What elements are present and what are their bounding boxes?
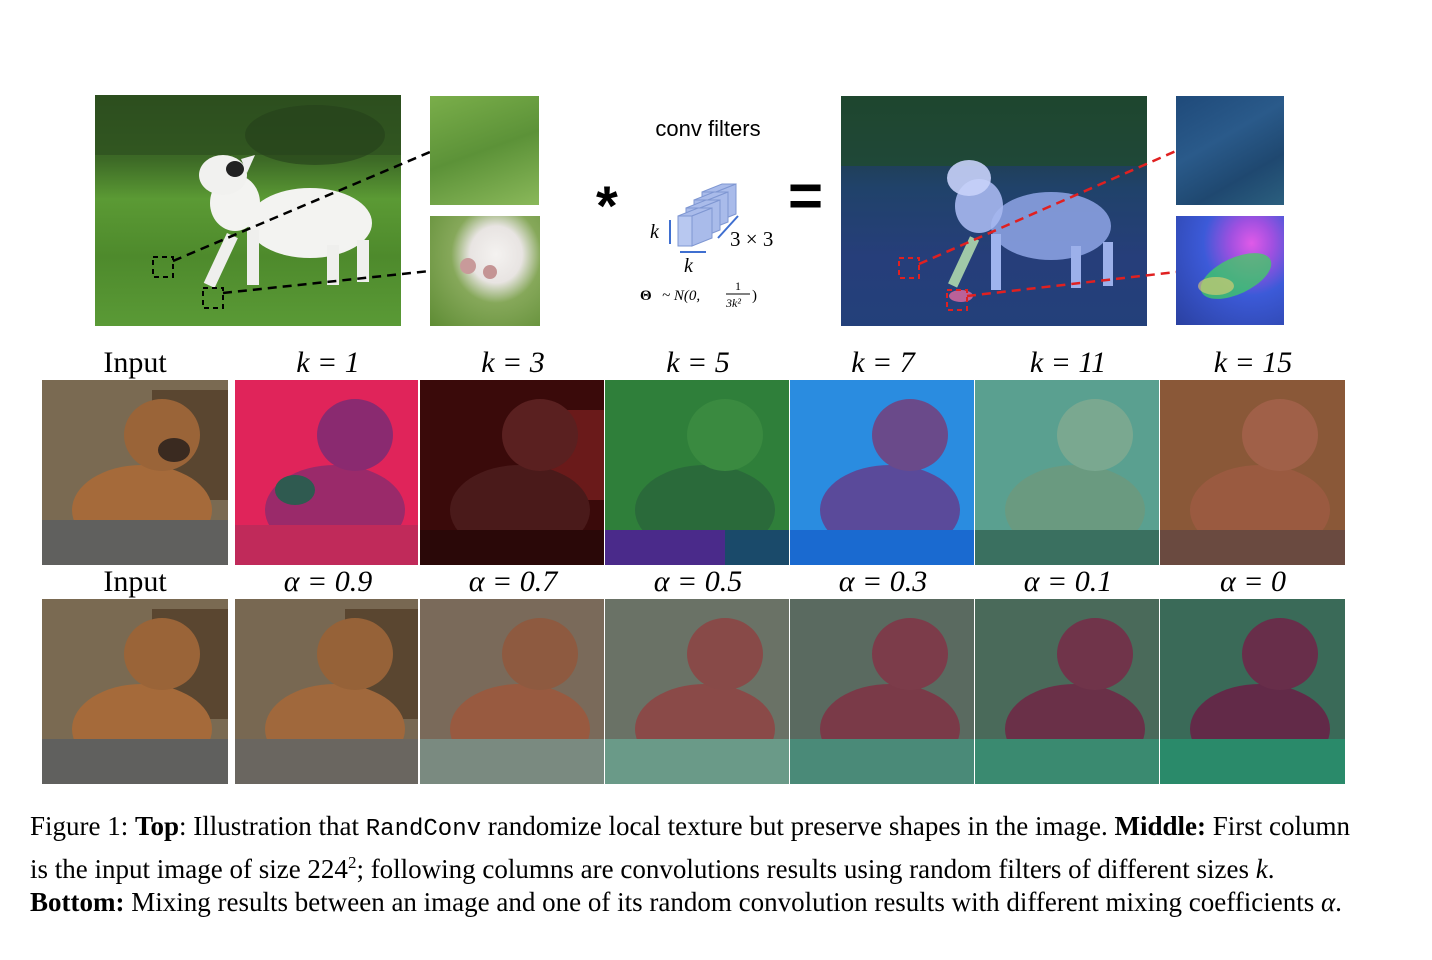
caption-bottom-bold: Bottom: <box>30 887 125 917</box>
zoom-patch-convolved-grass <box>1176 96 1284 205</box>
filter-size-label: 3 × 3 <box>730 227 773 251</box>
caption-text-1: : Illustration that <box>179 811 360 841</box>
white-dog-illustration <box>95 95 401 288</box>
bottom-input-dog <box>42 599 228 784</box>
figure-caption: Figure 1: Top: Illustration that RandCon… <box>30 810 1360 919</box>
bottom-a01-dog <box>975 599 1159 784</box>
bottom-a0-dog <box>1160 599 1345 784</box>
caption-text-5: . <box>1267 854 1275 884</box>
bottom-a03-dog <box>790 599 974 784</box>
conv-filters-title: conv filters <box>655 116 761 141</box>
convolution-star: * <box>596 174 618 237</box>
caption-alpha: α <box>1320 887 1336 917</box>
bottom-label-a01: α = 0.1 <box>1023 565 1113 598</box>
caption-text-3: First column is the input image of size … <box>30 811 1351 884</box>
caption-superscript: 2 <box>347 853 357 872</box>
caption-text-4: ; following columns are convolutions res… <box>356 854 1250 884</box>
theta-denominator: 3k² <box>725 296 741 310</box>
middle-label-k11: k = 11 <box>1029 346 1107 379</box>
caption-middle-bold: Middle: <box>1114 811 1207 841</box>
middle-label-input: Input <box>103 346 167 379</box>
theta-close-paren: ) <box>752 288 757 304</box>
middle-k7-dog <box>790 380 974 565</box>
convolved-dog-illustration <box>841 96 1147 302</box>
middle-label-k5: k = 5 <box>666 346 730 379</box>
middle-k15-dog <box>1160 380 1345 565</box>
zoom-patch-grass <box>430 96 539 205</box>
caption-top-bold: Top <box>135 811 180 841</box>
middle-k5-dog <box>605 380 789 565</box>
filter-k-left: k <box>650 221 660 243</box>
zoom-connectors-left <box>152 150 431 309</box>
top-convolved-photo <box>841 96 1147 326</box>
bottom-label-a03: α = 0.3 <box>838 565 928 598</box>
caption-code: RandConv <box>365 816 481 843</box>
bottom-label-a07: α = 0.7 <box>468 565 558 598</box>
theta-distribution: ~ N(0, <box>662 288 700 304</box>
middle-label-k15: k = 15 <box>1213 346 1293 379</box>
bottom-label-a0: α = 0 <box>1220 565 1286 598</box>
caption-k: k <box>1255 854 1268 884</box>
theta-numerator: 1 <box>735 279 741 293</box>
convolved-paw-shape <box>1198 253 1272 299</box>
middle-label-k3: k = 3 <box>481 346 545 379</box>
caption-text-6: Mixing results between an image and one … <box>131 887 1315 917</box>
caption-text-7: . <box>1335 887 1342 917</box>
bottom-a07-dog <box>420 599 604 784</box>
bottom-a09-dog <box>235 599 418 784</box>
middle-k3-dog <box>420 380 604 565</box>
filter-cube-diagram: k k 3 × 3 Θ ~ N(0, 1 3k² ) <box>640 183 773 310</box>
bottom-label-a09: α = 0.9 <box>283 565 373 598</box>
caption-fig-label: Figure 1: <box>30 811 129 841</box>
bottom-label-input: Input <box>103 565 167 598</box>
middle-input-dog <box>42 380 228 565</box>
middle-label-k1: k = 1 <box>296 346 360 379</box>
equals-sign: = <box>788 162 824 229</box>
bottom-a05-dog <box>605 599 789 784</box>
zoom-connectors-right <box>898 149 1177 311</box>
paw-shape <box>460 258 497 279</box>
top-input-photo <box>95 95 401 326</box>
caption-text-2: randomize local texture but preserve sha… <box>487 811 1108 841</box>
middle-k1-dog <box>235 380 418 565</box>
middle-label-k7: k = 7 <box>851 346 915 379</box>
zoom-patch-paw <box>430 216 540 326</box>
bottom-label-a05: α = 0.5 <box>653 565 743 598</box>
filter-k-bottom: k <box>684 255 694 277</box>
theta-symbol: Θ <box>640 288 652 304</box>
middle-k11-dog <box>975 380 1159 565</box>
zoom-patch-convolved-paw <box>1176 216 1284 325</box>
